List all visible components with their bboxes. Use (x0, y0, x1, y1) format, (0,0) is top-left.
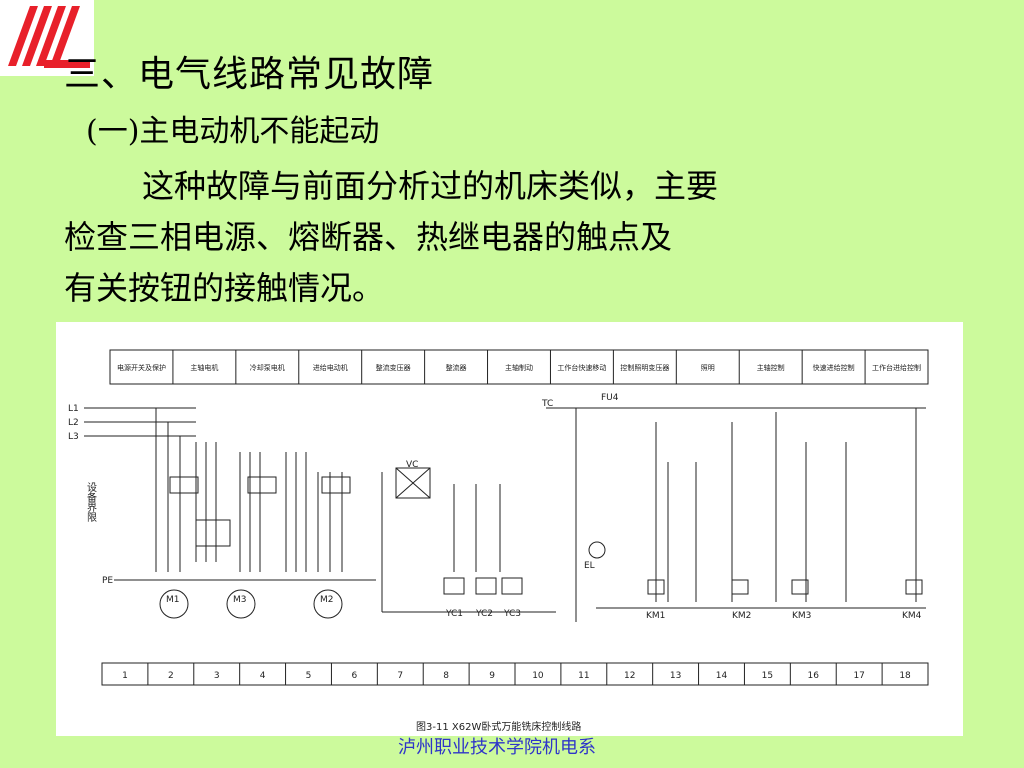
label-km4: KM4 (902, 611, 922, 621)
rectifier-section (381, 467, 556, 613)
column-number: 3 (214, 671, 220, 681)
motor-m3 (226, 589, 256, 619)
power-lines (84, 407, 376, 581)
column-number: 18 (899, 671, 911, 681)
control-section (546, 407, 926, 622)
column-number: 13 (670, 671, 681, 681)
header-cell: 主轴控制 (757, 363, 785, 372)
header-cell: 电源开关及保护 (117, 363, 166, 372)
label-yc1: YC1 (445, 609, 463, 619)
header-cell: 冷却泵电机 (250, 363, 285, 372)
column-number: 2 (168, 671, 174, 681)
slide-title: 三、电气线路常见故障 (64, 54, 435, 95)
column-number: 1 (122, 671, 128, 681)
label-km3: KM3 (792, 611, 811, 621)
main-circuit (155, 408, 351, 572)
header-cell: 主轴制动 (505, 363, 533, 372)
school-logo (0, 0, 94, 76)
motor-m2 (313, 589, 343, 619)
column-number: 15 (762, 671, 773, 681)
label-km2: KM2 (732, 611, 751, 621)
column-number: 10 (532, 671, 544, 681)
label-yc3: YC3 (503, 609, 521, 619)
header-cell: 工作台快速移动 (557, 363, 606, 372)
column-number: 4 (260, 671, 266, 681)
slide-subtitle: (一)主电动机不能起动 (86, 114, 380, 149)
body-line-3: 有关按钮的接触情况。 (64, 269, 385, 307)
header-cell: 控制照明变压器 (620, 363, 669, 372)
label-vc: VC (406, 460, 418, 470)
label-km1: KM1 (646, 611, 665, 621)
motor-m1 (159, 589, 189, 619)
column-number: 7 (397, 671, 403, 681)
label-m2: M2 (320, 595, 334, 605)
control-circuit-diagram: 电源开关及保护 主轴电机 冷却泵电机 进给电动机 整流变压器 整流器 主轴制动 工作台快速移动… (56, 322, 963, 736)
side-label: 设备界限 (85, 482, 97, 523)
label-yc2: YC2 (475, 609, 493, 619)
column-number: 16 (808, 671, 820, 681)
header-cell: 照明 (701, 364, 715, 372)
column-number: 9 (489, 671, 495, 681)
label-l2: L2 (68, 418, 79, 428)
column-number: 6 (352, 671, 358, 681)
column-number: 8 (443, 671, 449, 681)
column-number: 17 (853, 671, 864, 681)
label-l1: L1 (68, 404, 79, 414)
column-number: 5 (306, 671, 312, 681)
header-cell: 主轴电机 (190, 363, 218, 372)
header-cell: 快速进给控制 (813, 363, 855, 372)
header-cell: 整流变压器 (376, 363, 411, 372)
label-l3: L3 (68, 432, 79, 442)
body-line-2: 检查三相电源、熔断器、热继电器的触点及 (64, 218, 673, 256)
body-line-1: 这种故障与前面分析过的机床类似，主要 (142, 167, 719, 205)
column-number: 14 (716, 671, 728, 681)
label-tc: TC (541, 399, 553, 409)
column-number: 11 (578, 671, 589, 681)
label-pe: PE (102, 576, 113, 586)
header-cell: 工作台进给控制 (872, 363, 921, 372)
label-m3: M3 (233, 595, 247, 605)
label-m1: M1 (166, 595, 180, 605)
diagram-caption: 图3-11 X62W卧式万能铣床控制线路 (416, 720, 581, 733)
column-number: 12 (624, 671, 635, 681)
header-cell: 整流器 (446, 363, 467, 372)
footer-institution: 泸州职业技术学院机电系 (398, 737, 596, 758)
header-cell: 进给电动机 (313, 363, 348, 372)
label-el: EL (584, 561, 595, 571)
label-fu4: FU4 (601, 393, 619, 403)
